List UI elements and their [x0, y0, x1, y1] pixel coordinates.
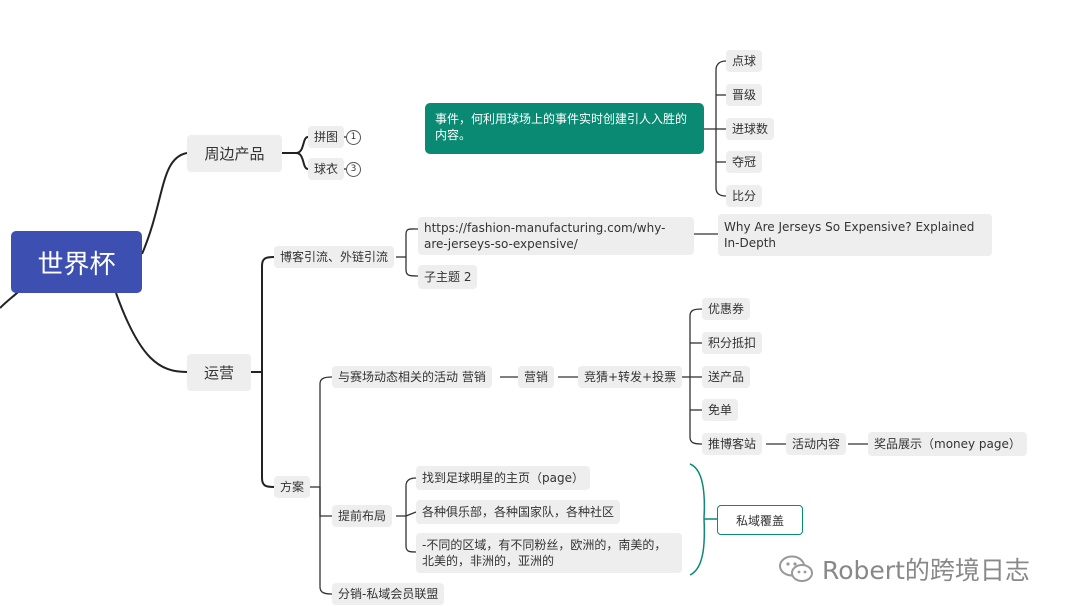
- distribution-node[interactable]: 分销-私域会员联盟: [332, 583, 445, 605]
- advance-layout[interactable]: 提前布局: [332, 505, 393, 527]
- layout-star-pages[interactable]: 找到足球明星的主页（page）: [416, 466, 590, 490]
- plan-node[interactable]: 方案: [274, 476, 311, 498]
- item-puzzle[interactable]: 拼图: [308, 126, 345, 148]
- guess-share-vote[interactable]: 竞猜+转发+投票: [578, 366, 683, 388]
- private-domain-summary[interactable]: 私域覆盖: [717, 505, 803, 535]
- blog-traffic[interactable]: 博客引流、外链引流: [274, 246, 395, 268]
- wechat-icon: [779, 555, 813, 582]
- blog-article[interactable]: Why Are Jerseys So Expensive? Explained …: [718, 214, 992, 256]
- watermark: Robert的跨境日志: [778, 551, 1030, 587]
- branch-peripheral[interactable]: 周边产品: [187, 135, 282, 172]
- item-jersey[interactable]: 球衣: [308, 158, 345, 180]
- layout-clubs[interactable]: 各种俱乐部，各种国家队，各种社区: [416, 500, 621, 524]
- event-champion[interactable]: 夺冠: [726, 151, 763, 173]
- event-score[interactable]: 比分: [726, 185, 763, 207]
- prize-display[interactable]: 奖品展示（money page）: [868, 432, 1027, 456]
- event-advance[interactable]: 晋级: [726, 84, 763, 106]
- blog-url[interactable]: https://fashion-manufacturing.com/why-ar…: [418, 217, 694, 255]
- root-node[interactable]: 世界杯: [11, 231, 142, 293]
- reward-points[interactable]: 积分抵扣: [702, 332, 763, 354]
- layout-regions[interactable]: -不同的区域，有不同粉丝，欧洲的，南美的，北美的，非洲的，亚洲的: [416, 533, 682, 573]
- event-goals[interactable]: 进球数: [726, 118, 775, 140]
- count-bubble-jersey: 3: [346, 162, 361, 177]
- reward-free[interactable]: 免单: [702, 399, 739, 421]
- marketing-node[interactable]: 营销: [518, 366, 555, 388]
- branch-operation[interactable]: 运营: [187, 354, 251, 391]
- count-bubble-puzzle: 1: [346, 130, 361, 145]
- activity-content[interactable]: 活动内容: [786, 433, 847, 455]
- reward-coupon[interactable]: 优惠券: [702, 298, 751, 320]
- watermark-text: Robert的跨境日志: [822, 556, 1030, 585]
- event-penalty[interactable]: 点球: [726, 50, 763, 72]
- subtopic-2[interactable]: 子主题 2: [418, 265, 478, 289]
- reward-product[interactable]: 送产品: [702, 366, 751, 388]
- push-blog-site[interactable]: 推博客站: [702, 433, 763, 455]
- activity-marketing[interactable]: 与赛场动态相关的活动 营销: [332, 366, 492, 388]
- event-note[interactable]: 事件，何利用球场上的事件实时创建引人入胜的内容。: [425, 103, 704, 154]
